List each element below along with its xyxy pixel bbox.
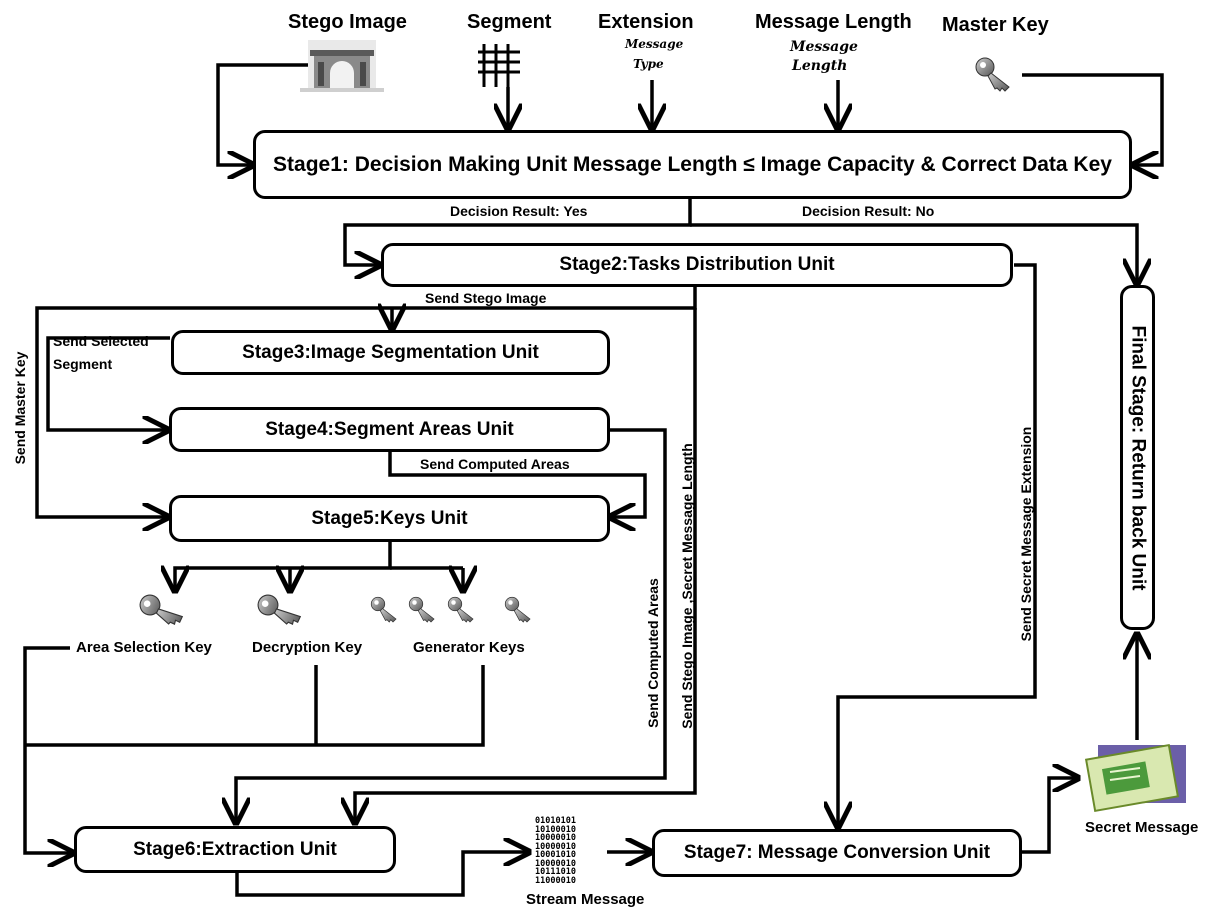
message-type-icon-line1: Message (625, 37, 684, 51)
final-stage-box: Final Stage: Return back Unit (1120, 285, 1155, 630)
bit-row: 10111010 (535, 867, 576, 877)
segment-grid-icon (478, 44, 520, 87)
bit-row: 11000010 (535, 875, 576, 886)
decision-yes-label: Decision Result: Yes (450, 203, 588, 219)
generator-key-icon (504, 596, 531, 623)
bit-row: 10100010 (535, 824, 576, 835)
generator-keys-label: Generator Keys (413, 639, 525, 656)
bit-row: 01010101 (535, 816, 576, 826)
bit-row: 10001010 (535, 850, 576, 860)
key-split (175, 542, 392, 590)
send-stego-image-label: Send Stego Image (425, 290, 547, 306)
arrow-stego-length-to-stage6 (355, 308, 697, 822)
stage3-box: Stage3:Image Segmentation Unit (171, 330, 610, 375)
decryption-key-label: Decryption Key (252, 639, 363, 656)
message-type-icon-line2: Type (633, 57, 664, 71)
send-extension-label: Send Secret Message Extension (1018, 426, 1034, 642)
arrow-stage7-to-secret (1022, 778, 1077, 854)
stream-message-label: Stream Message (526, 891, 645, 908)
secret-message-label: Secret Message (1085, 819, 1199, 836)
stage2-box: Stage2:Tasks Distribution Unit (381, 243, 1013, 287)
secret-message-icon (1084, 743, 1186, 813)
segment-label: Segment (467, 11, 552, 33)
stage7-box: Stage7: Message Conversion Unit (652, 829, 1022, 877)
arrow-computed-areas (388, 452, 647, 517)
stego-image-icon (300, 40, 384, 92)
area-selection-key-icon (136, 586, 185, 634)
send-selected-segment-label-line1: Send Selected (53, 333, 149, 349)
bit-row: 10000010 (535, 841, 576, 852)
send-stego-length-label: Send Stego Image ,Secret Message Length (679, 443, 695, 729)
generator-key-icon (408, 596, 435, 623)
generator-key-icon (370, 596, 397, 623)
send-computed-areas-label: Send Computed Areas (420, 456, 570, 472)
arrow-decision-no (690, 223, 1137, 283)
message-length-icon-line2: Length (792, 58, 848, 74)
stage6-box: Stage6:Extraction Unit (74, 826, 396, 873)
stage4-box: Stage4:Segment Areas Unit (169, 407, 610, 452)
area-selection-key-label: Area Selection Key (76, 639, 212, 656)
stage1-box: Stage1: Decision Making Unit Message Len… (253, 130, 1132, 199)
arrow-masterkey-to-stage1 (1022, 73, 1164, 165)
arrow-stage4-to-stage6 (236, 428, 667, 822)
send-master-key-label: Send Master Key (12, 351, 28, 465)
bit-row: 10000010 (535, 858, 576, 869)
message-length-label: Message Length (755, 11, 912, 33)
bit-row: 10000010 (535, 833, 576, 843)
stego-image-label: Stego Image (288, 11, 407, 33)
generator-key-icon (447, 596, 474, 623)
master-key-icon (975, 57, 1010, 92)
message-length-icon-line1: Message (790, 39, 858, 55)
master-key-label: Master Key (942, 14, 1049, 36)
keys-to-stage6 (23, 646, 72, 853)
arrow-stage6-to-stream (235, 852, 528, 897)
stage5-box: Stage5:Keys Unit (169, 495, 610, 542)
decision-no-label: Decision Result: No (802, 203, 935, 219)
send-selected-segment-label-line2: Segment (53, 356, 113, 372)
arrow-decision-yes (343, 199, 692, 265)
arrow-extension-to-stage7 (838, 263, 1037, 826)
arrow-selected-segment (46, 336, 170, 430)
send-computed-areas-vertical-label: Send Computed Areas (645, 578, 661, 728)
arrow-stego-to-stage1 (216, 63, 308, 165)
decryption-key-icon (254, 586, 303, 634)
trunk-send-stego (35, 287, 697, 517)
extension-label: Extension (598, 11, 694, 33)
final-stage-label: Final Stage: Return back Unit (1127, 325, 1149, 590)
